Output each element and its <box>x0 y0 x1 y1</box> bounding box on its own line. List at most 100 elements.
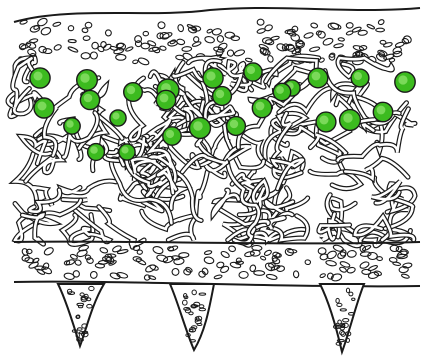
cortex-pore <box>82 28 88 33</box>
cortex-pore <box>43 246 54 256</box>
cortex-pore <box>401 273 410 279</box>
cortex-pore <box>137 250 143 255</box>
cortex-pore <box>309 46 320 52</box>
algal-cell-highlight <box>84 94 93 103</box>
cortex-pore <box>38 46 46 53</box>
cortex-pore <box>293 271 299 278</box>
cortex-pore <box>367 24 376 30</box>
cortex-pore <box>163 255 174 264</box>
cortex-pore <box>216 35 225 44</box>
cortex-pore <box>393 262 401 266</box>
cortex-pore <box>157 21 165 29</box>
cortex-pore <box>117 249 128 254</box>
cortex-pore <box>41 265 53 275</box>
cortex-pore <box>228 245 236 252</box>
algal-cell-highlight <box>320 116 329 125</box>
cortex-pore <box>173 258 184 266</box>
cortex-pore <box>264 249 273 256</box>
cortex-pore <box>359 261 370 270</box>
algal-cell-highlight <box>230 120 238 128</box>
cortex-pore <box>177 24 184 32</box>
cortex-pore <box>245 58 252 63</box>
algal-cell-highlight <box>38 102 47 111</box>
upper-cortex-edge <box>14 8 420 22</box>
cortex-pore <box>346 30 354 35</box>
lower-cortex-layer <box>14 242 420 287</box>
cortex-pore <box>116 54 126 60</box>
cortex-pore <box>90 52 97 59</box>
cortex-pore <box>152 245 164 254</box>
cortex-pore <box>53 44 62 51</box>
cortex-pore <box>52 22 61 28</box>
algal-cell-highlight <box>112 112 119 119</box>
cortex-pore <box>179 253 189 258</box>
cortex-pore <box>132 60 138 64</box>
cortex-pore <box>204 250 212 255</box>
algal-cell-highlight <box>247 66 255 74</box>
cortex-pore <box>110 272 121 280</box>
cortex-pore <box>83 36 90 41</box>
cortex-pore <box>147 40 156 47</box>
cortex-pore <box>159 46 166 51</box>
cortex-pore <box>334 43 344 48</box>
cortex-pore <box>40 26 52 36</box>
algal-cell-highlight <box>398 75 407 84</box>
rhizines <box>58 284 364 352</box>
cortex-pore <box>89 270 98 279</box>
cortex-pore <box>327 272 334 279</box>
cortex-pore <box>113 47 124 54</box>
cortex-pore <box>117 43 126 50</box>
algal-cell-highlight <box>312 72 321 81</box>
cortex-pore <box>260 256 266 261</box>
cortex-pore <box>272 255 278 262</box>
cortex-pore <box>254 271 265 276</box>
cortex-pore <box>225 32 235 38</box>
cortex-pore <box>76 249 88 258</box>
cortex-pore <box>143 31 149 36</box>
cortex-pore <box>401 38 409 45</box>
cortex-pore <box>270 36 279 41</box>
cortex-pore <box>105 29 112 36</box>
cortex-pore <box>217 42 228 51</box>
cortex-pore <box>112 245 122 253</box>
algal-cell-highlight <box>193 121 202 130</box>
cortex-pore <box>346 22 353 28</box>
algal-cell-highlight <box>354 72 362 80</box>
cortex-pore <box>43 48 52 53</box>
algal-cell-highlight <box>160 94 169 103</box>
cortex-pore <box>376 28 385 32</box>
cortex-pore <box>201 267 209 275</box>
algal-cell-highlight <box>166 130 174 138</box>
cortex-pore <box>152 46 161 54</box>
cortex-pore <box>267 55 274 63</box>
cortex-pore <box>102 43 112 51</box>
cortex-pore <box>116 272 128 279</box>
cortex-pore <box>305 260 311 265</box>
cortex-pore <box>204 256 215 264</box>
cortex-pore <box>192 41 202 47</box>
cortex-pore <box>325 260 336 267</box>
cortex-pore <box>95 263 104 268</box>
cortex-pore <box>206 29 212 34</box>
cortex-pore <box>68 25 74 31</box>
cortex-pore <box>81 53 90 60</box>
cortex-pore <box>220 265 230 274</box>
algal-cell-highlight <box>206 71 215 80</box>
algal-cell-highlight <box>90 146 98 154</box>
cortex-pore <box>74 259 82 266</box>
cortex-pore <box>390 245 399 252</box>
cortex-pore <box>125 46 133 52</box>
cortex-pore <box>204 36 215 44</box>
cortex-pore <box>68 39 76 42</box>
cortex-pore <box>156 254 168 263</box>
cortex-pore <box>378 19 385 26</box>
cortex-pore <box>269 263 276 268</box>
algal-cell-highlight <box>121 146 128 153</box>
algal-cell-highlight <box>127 86 135 94</box>
cortex-pore <box>257 19 264 25</box>
cortex-pore <box>85 22 92 28</box>
cortex-pore <box>319 273 325 278</box>
cortex-pore <box>64 260 70 265</box>
cortex-pore <box>362 269 371 274</box>
